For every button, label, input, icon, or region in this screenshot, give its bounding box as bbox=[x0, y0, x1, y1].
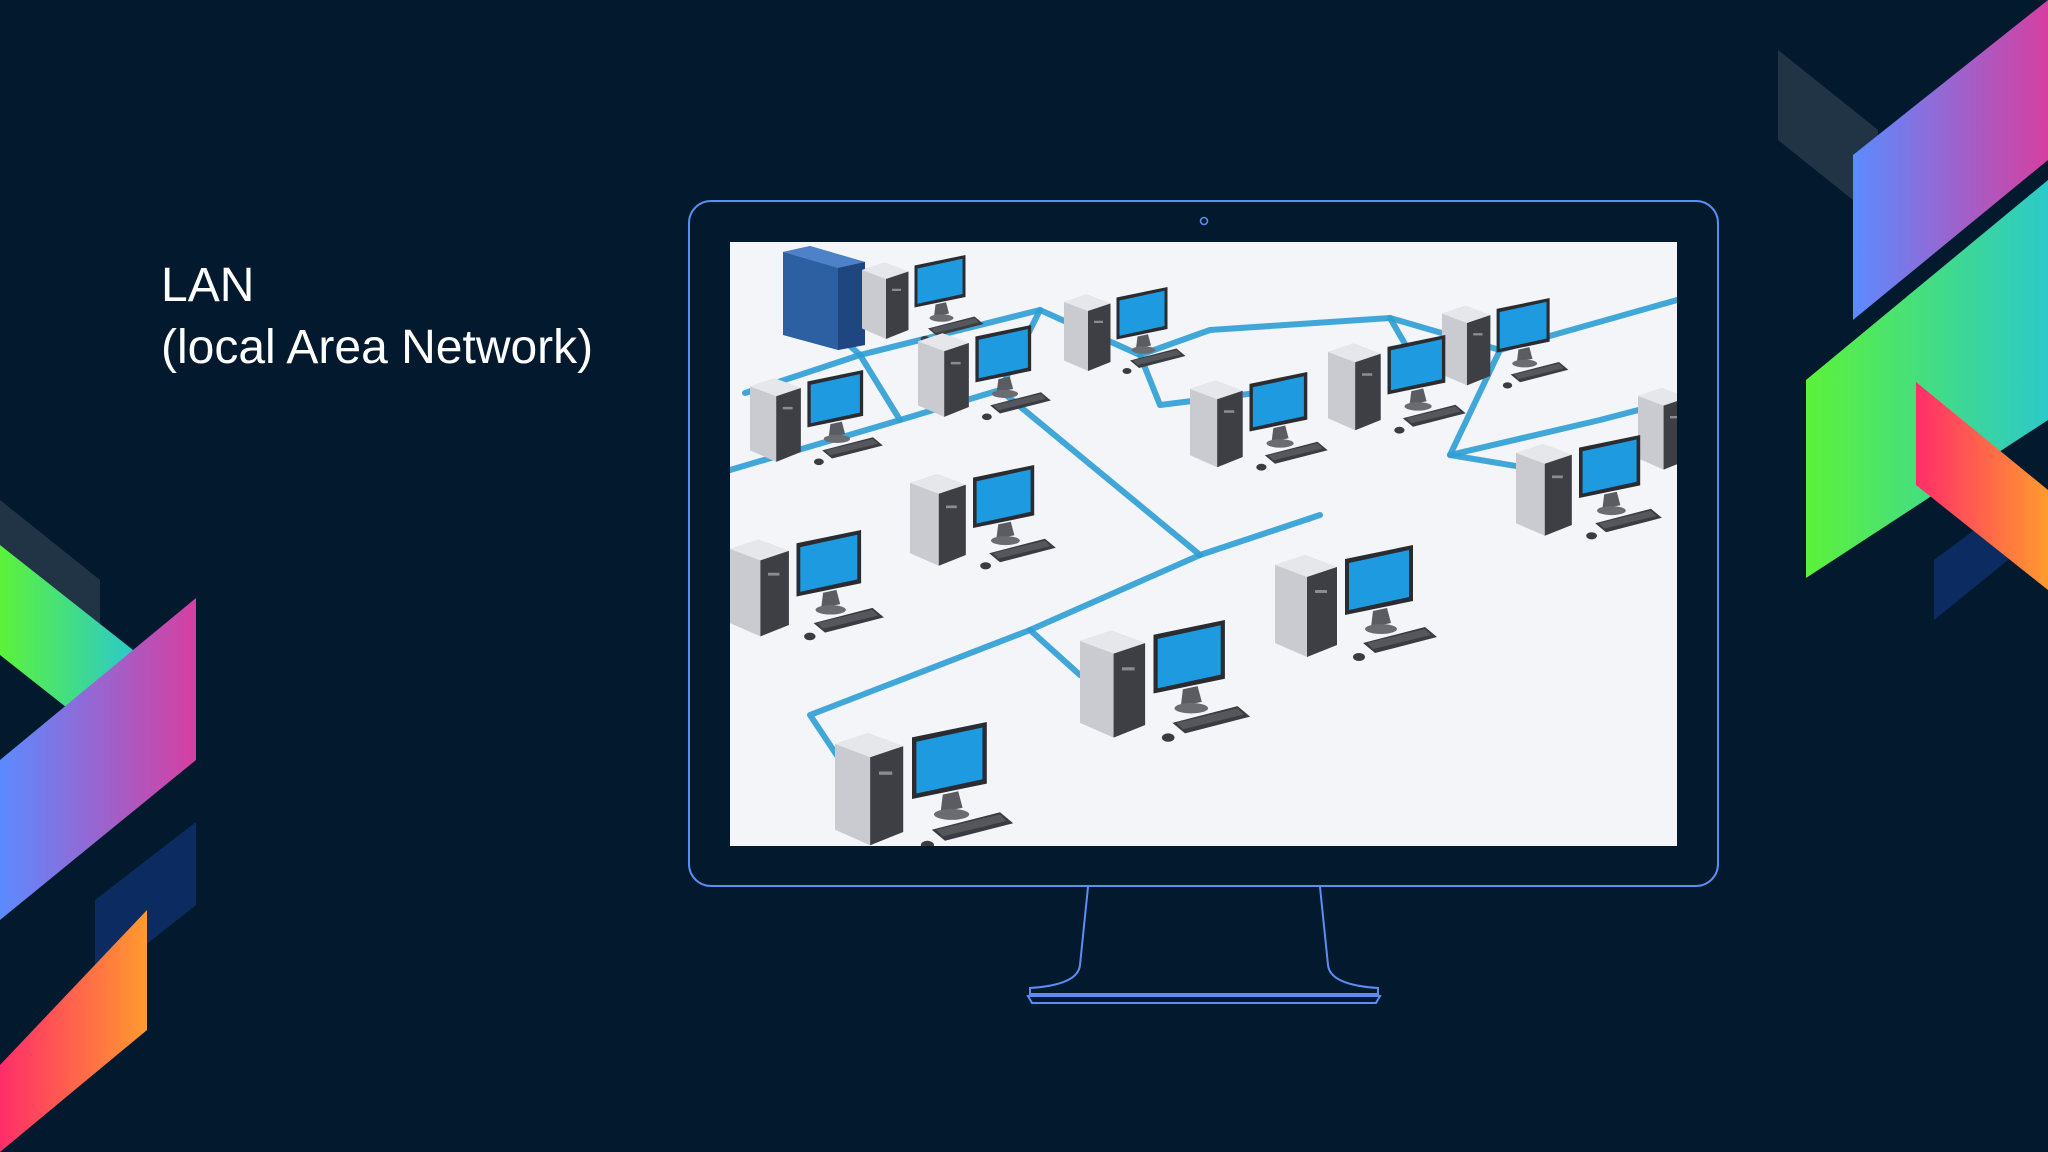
computer-4 bbox=[750, 370, 883, 466]
computer-3 bbox=[1442, 298, 1569, 389]
computer-10 bbox=[910, 465, 1056, 570]
title-line-1: LAN bbox=[161, 259, 255, 312]
title-line-2: (local Area Network) bbox=[161, 321, 594, 374]
computer-12 bbox=[1275, 545, 1437, 661]
computer-8 bbox=[1638, 388, 1677, 470]
computer-1 bbox=[862, 255, 984, 342]
webcam-icon bbox=[1199, 216, 1209, 226]
computer-2 bbox=[1064, 287, 1186, 374]
computer-11 bbox=[730, 530, 884, 641]
computer-5 bbox=[918, 325, 1051, 421]
server-tower bbox=[783, 246, 865, 350]
slide-title: LAN (local Area Network) bbox=[161, 255, 593, 379]
right-decorative-ribbons bbox=[1778, 0, 2048, 620]
left-decorative-ribbons bbox=[0, 500, 196, 1152]
computer-13 bbox=[1080, 620, 1251, 742]
computer-14 bbox=[835, 722, 1014, 846]
network-illustration bbox=[730, 242, 1677, 846]
computer-6 bbox=[1190, 372, 1328, 471]
computer-9 bbox=[1516, 435, 1662, 540]
computer-7 bbox=[1328, 335, 1466, 434]
